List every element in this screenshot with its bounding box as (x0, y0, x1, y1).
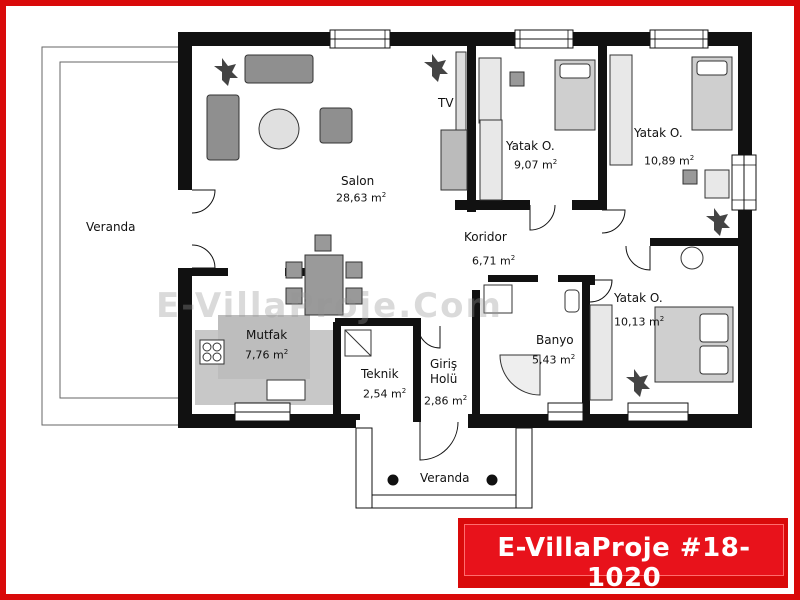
side-table (680, 246, 704, 270)
plant-icon (214, 58, 238, 86)
wardrobe (609, 54, 633, 166)
tv-unit (455, 51, 467, 133)
windows (234, 29, 757, 422)
project-badge-inner: E-VillaProje #18-1020 (464, 524, 784, 593)
chair-icon (345, 261, 363, 279)
room-area-yatak-2: 10,89 m2 (644, 154, 695, 168)
wardrobe (479, 119, 503, 201)
room-label-giris-line2: Holü (430, 372, 458, 386)
project-badge: E-VillaProje #18-1020 (458, 518, 788, 593)
chair-icon (285, 261, 303, 279)
room-label-veranda-bottom: Veranda (420, 471, 470, 485)
outer-walls (178, 32, 752, 428)
left-veranda (41, 46, 182, 426)
room-label-yatak-2: Yatak O. (634, 126, 683, 140)
doors (191, 189, 651, 461)
bottom-veranda (355, 427, 533, 509)
room-label-mutfak: Mutfak (246, 328, 288, 342)
room-area-salon: 28,63 m2 (336, 191, 387, 205)
chair-icon (509, 71, 525, 87)
room-area-mutfak: 7,76 m2 (245, 348, 289, 362)
sofa-icon (206, 94, 240, 161)
window-hatches (334, 30, 756, 201)
bedroom-furniture (478, 54, 734, 401)
bathtub-icon (499, 354, 541, 396)
armchair-icon (319, 107, 353, 144)
room-area-teknik: 2,54 m2 (363, 387, 407, 401)
plant-icon (706, 208, 730, 236)
plant-icon (626, 369, 650, 397)
tv-label: TV (438, 96, 454, 110)
project-code: E-VillaProje #18-1020 (497, 533, 751, 593)
room-label-yatak-3: Yatak O. (614, 291, 663, 305)
room-area-banyo: 5,43 m2 (532, 353, 576, 367)
room-label-teknik: Teknik (361, 367, 399, 381)
drawing-frame: E-VillaProje.Com Veranda Salon 28,63 m2 … (6, 6, 794, 594)
room-label-giris-line1: Giriş (430, 357, 458, 371)
chair-icon (285, 287, 303, 305)
chair-icon (314, 234, 332, 252)
desk (478, 57, 502, 124)
room-label-banyo: Banyo (536, 333, 574, 347)
kitchen-island (218, 315, 310, 379)
chair-icon (345, 287, 363, 305)
plant-icon (424, 54, 448, 82)
sofa-icon (244, 54, 314, 84)
stove-icon (199, 339, 225, 365)
fixtures (199, 284, 580, 401)
desk (704, 169, 730, 199)
salon-furniture (206, 51, 468, 316)
room-label-veranda-left: Veranda (86, 220, 136, 234)
room-label-yatak-1: Yatak O. (506, 139, 555, 153)
room-area-koridor: 6,71 m2 (472, 254, 516, 268)
watermark: E-VillaProje.Com (156, 286, 503, 326)
toilet-icon (564, 289, 580, 313)
chair-icon (682, 169, 698, 185)
room-label-koridor: Koridor (464, 230, 507, 244)
room-area-yatak-3: 10,13 m2 (614, 315, 665, 329)
floor-plan (41, 29, 757, 509)
dining-table (304, 254, 344, 316)
sink-icon (266, 379, 306, 401)
shower-icon (483, 284, 513, 314)
room-area-giris: 2,86 m2 (424, 394, 468, 408)
wardrobe (589, 304, 613, 401)
fireplace (440, 129, 468, 191)
room-area-yatak-1: 9,07 m2 (514, 158, 558, 172)
room-label-salon: Salon (341, 174, 375, 188)
coffee-table (258, 108, 300, 150)
